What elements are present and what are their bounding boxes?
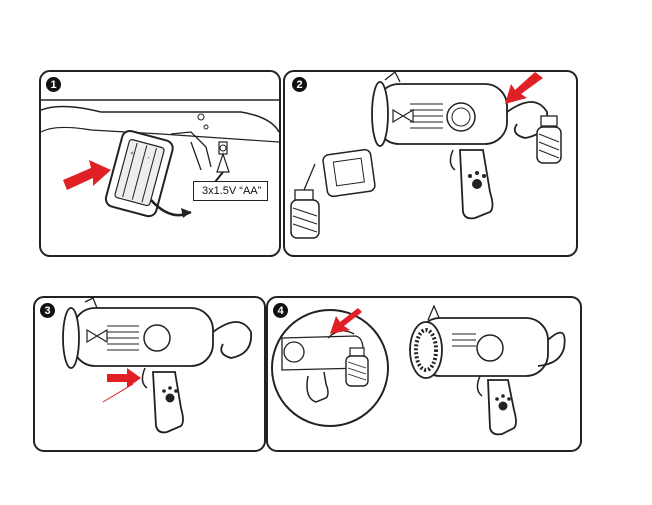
arrow-indicator <box>330 308 362 334</box>
step-4-panel: 4 <box>266 296 582 452</box>
step-3-illustration <box>62 298 253 434</box>
arrow-indicator <box>63 160 111 190</box>
svg-text:+: + <box>129 151 134 158</box>
step-2-panel: 2 <box>283 70 578 257</box>
step-4-illustration <box>271 304 566 436</box>
step-2-illustration <box>290 72 562 239</box>
bottle <box>536 115 562 164</box>
battery-spec-label: 3x1.5V “AA” <box>193 181 269 201</box>
arrow-indicator <box>107 368 141 388</box>
paw-print <box>468 171 486 189</box>
paw-print <box>162 386 178 403</box>
step-1-panel: 1 + - 3 <box>39 70 281 257</box>
step-2-badge: 2 <box>292 77 307 92</box>
arrow-indicator <box>505 72 543 104</box>
step-1-badge: 1 <box>46 77 61 92</box>
bottle-detached <box>290 148 376 239</box>
step-1-illustration: + - <box>41 99 279 218</box>
bubble-gun <box>62 298 253 434</box>
zoom-detail <box>281 308 369 403</box>
step-4-badge: 4 <box>273 303 288 318</box>
battery-compartment: + - <box>104 129 174 218</box>
step-3-badge: 3 <box>40 303 55 318</box>
bubble-gun <box>371 72 548 220</box>
svg-text:-: - <box>147 155 150 161</box>
step-3-panel: 3 <box>33 296 266 452</box>
bubble-gun <box>409 304 566 436</box>
paw-print <box>495 394 511 411</box>
bottle <box>345 347 369 387</box>
